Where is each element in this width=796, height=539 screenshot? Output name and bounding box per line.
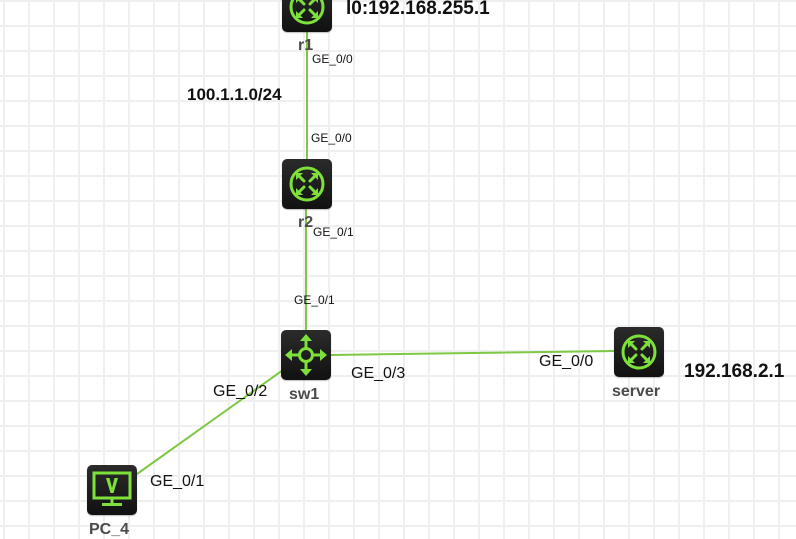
- device-label-pc4: PC_4: [89, 521, 130, 538]
- port-label-sw1-ge01: GE_0/1: [294, 293, 335, 307]
- port-label-server-ge00: GE_0/0: [539, 353, 594, 370]
- server-ip-note: 192.168.2.1: [684, 361, 785, 382]
- pc-monitor-icon: [92, 471, 132, 506]
- port-label-sw1-ge02: GE_0/2: [213, 383, 268, 400]
- port-label-r2-ge01: GE_0/1: [313, 225, 354, 239]
- switch-icon: [285, 334, 327, 376]
- r1-r2-subnet-note: 100.1.1.0/24: [187, 85, 282, 104]
- device-r2[interactable]: [282, 159, 332, 209]
- r1-loopback-note: l0:192.168.255.1: [346, 0, 490, 19]
- device-sw1[interactable]: [281, 330, 331, 380]
- device-label-r2: r2: [298, 214, 314, 231]
- port-label-sw1-ge03: GE_0/3: [351, 365, 406, 382]
- device-r1[interactable]: [282, 0, 332, 32]
- router-icon: [289, 166, 325, 202]
- device-pc4[interactable]: [87, 465, 137, 515]
- port-label-r1-ge00: GE_0/0: [312, 52, 353, 66]
- device-label-sw1: sw1: [289, 386, 320, 403]
- router-icon: [289, 0, 325, 25]
- link-sw1-pc4[interactable]: [136, 369, 284, 475]
- link-sw1-server[interactable]: [330, 350, 616, 356]
- device-label-server: server: [612, 383, 661, 400]
- device-label-r1: r1: [298, 37, 314, 54]
- device-server[interactable]: [614, 327, 664, 377]
- router-icon: [621, 334, 657, 370]
- port-label-pc4-ge01: GE_0/1: [150, 473, 205, 490]
- port-label-r2-ge00: GE_0/0: [311, 131, 352, 145]
